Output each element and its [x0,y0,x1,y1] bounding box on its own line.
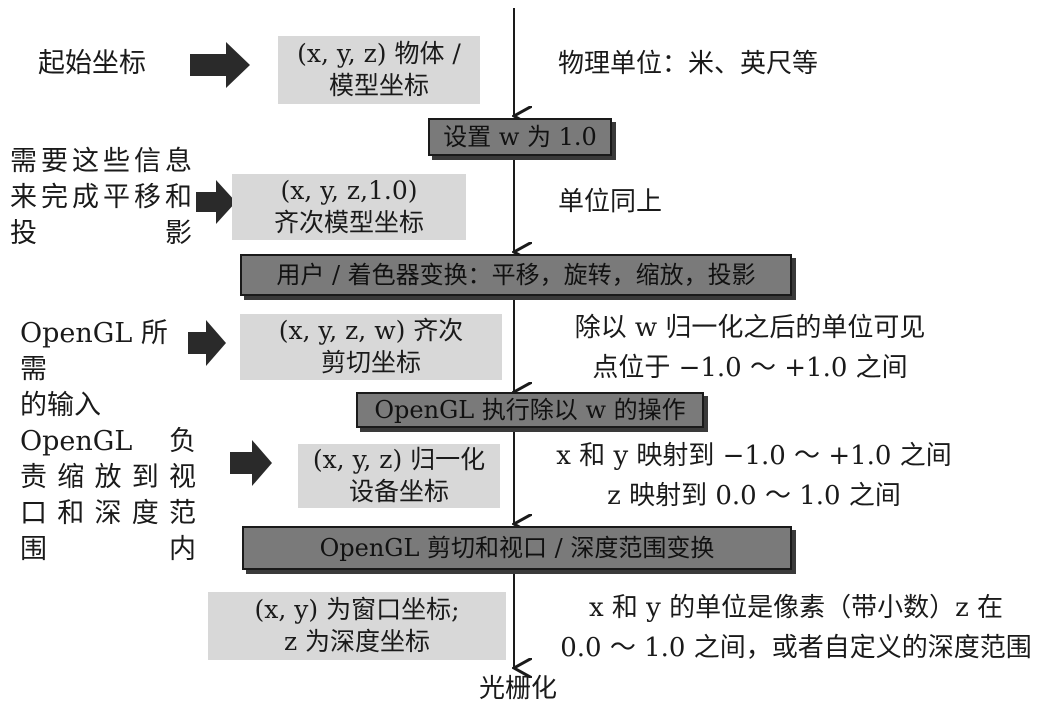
box-homogeneous-model-coordinates: (x, y, z,1.0) 齐次模型坐标 [232,174,466,240]
note-physical-units: 物理单位：米、英尺等 [558,49,819,79]
label-opengl-input: OpenGL 所需 的输入 [20,318,168,421]
box-normalized-device-coordinates: (x, y, z) 归一化 设备坐标 [298,444,500,508]
op-clip-viewport-transform: OpenGL 剪切和视口 / 深度范围变换 [242,526,792,570]
op-divide-by-w: OpenGL 执行除以 w 的操作 [356,392,704,428]
note-same-units: 单位同上 [558,187,663,217]
box-object-coordinates: (x, y, z) 物体 / 模型坐标 [278,36,480,104]
label-rasterization: 光栅化 [478,674,557,704]
block-arrow-right-icon [188,320,226,366]
note-window-units: x 和 y 的单位是像素（带小数）z 在 0.0 ～ 1.0 之间，或者自定义的… [560,593,1032,663]
label-start-coordinates: 起始坐标 [38,48,146,79]
label-translation-info: 需要这些信息 来完成平移和 投影 [10,146,192,249]
note-clip-units: 除以 w 归一化之后的单位可见 点位于 −1.0 ～ +1.0 之间 [574,313,926,383]
op-set-w: 设置 w 为 1.0 [428,118,612,156]
block-arrow-right-icon [196,180,236,224]
label-opengl-scaling: OpenGL 负 责缩放到视 口和深度范 围内 [20,426,196,565]
block-arrow-right-icon [190,42,250,88]
note-ndc-units: x 和 y 映射到 −1.0 ～ +1.0 之间 z 映射到 0.0 ～ 1.0… [556,441,952,511]
box-window-coordinates: (x, y) 为窗口坐标; z 为深度坐标 [208,592,506,660]
block-arrow-right-icon [230,440,272,486]
op-user-shader-transform: 用户 / 着色器变换：平移，旋转，缩放，投影 [240,254,792,296]
box-clip-coordinates: (x, y, z, w) 齐次 剪切坐标 [240,314,502,380]
